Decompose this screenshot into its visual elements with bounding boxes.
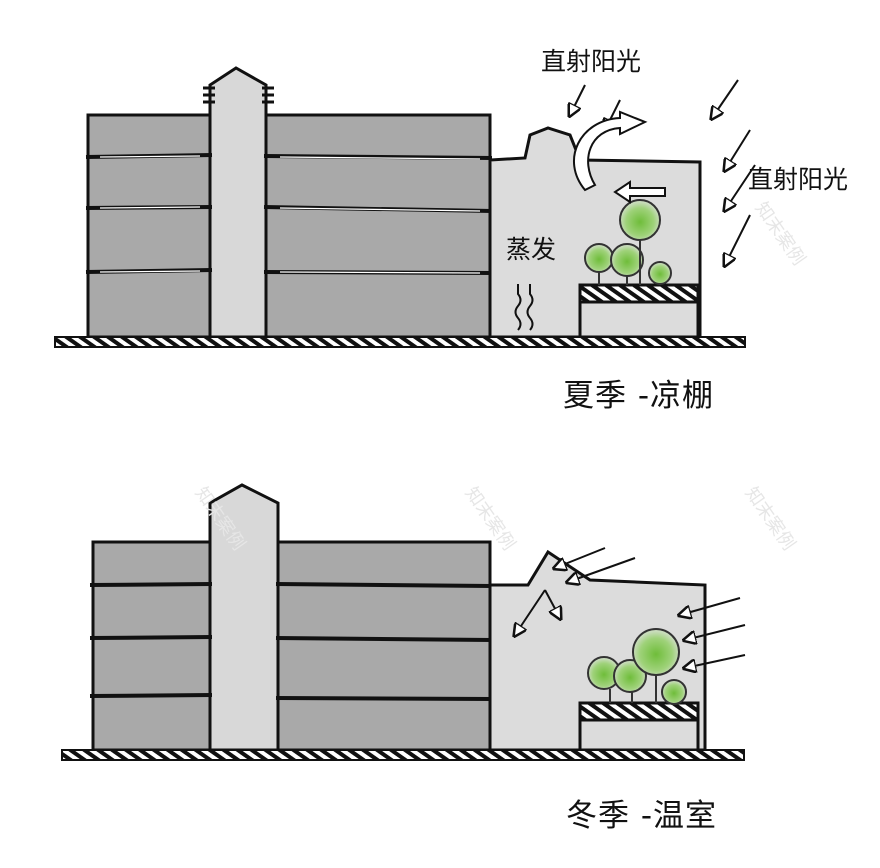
right-building-block: [276, 540, 492, 752]
planter-box: [578, 701, 700, 722]
ground-line: [54, 336, 746, 348]
summer-section: [54, 66, 756, 348]
winter-section: [61, 483, 746, 761]
summer-caption: 夏季 -凉棚: [563, 378, 715, 414]
left-building-block: [86, 113, 212, 339]
sunlight-arrows: [515, 547, 746, 668]
left-building-block: [91, 540, 212, 752]
trees: [587, 628, 687, 705]
evaporation-arrows: [514, 284, 534, 331]
ground-line: [61, 749, 745, 761]
sunlight-arrows: [570, 79, 756, 265]
greenhouse-atrium: [488, 549, 707, 752]
direct-sunlight-label-top: 直射阳光: [541, 47, 642, 76]
trees: [584, 199, 672, 285]
direct-sunlight-label-side: 直射阳光: [748, 165, 849, 194]
airflow-left-arrow: [613, 180, 666, 204]
planter-box: [578, 283, 700, 304]
floor-slabs: [89, 582, 493, 701]
evaporation-label: 蒸发: [506, 235, 557, 264]
stair-core-tower: [208, 66, 268, 339]
core-vents: [203, 86, 274, 104]
airflow-curved-arrow: [573, 110, 648, 192]
winter-caption: 冬季 -温室: [566, 798, 718, 834]
right-building-block: [264, 113, 492, 339]
